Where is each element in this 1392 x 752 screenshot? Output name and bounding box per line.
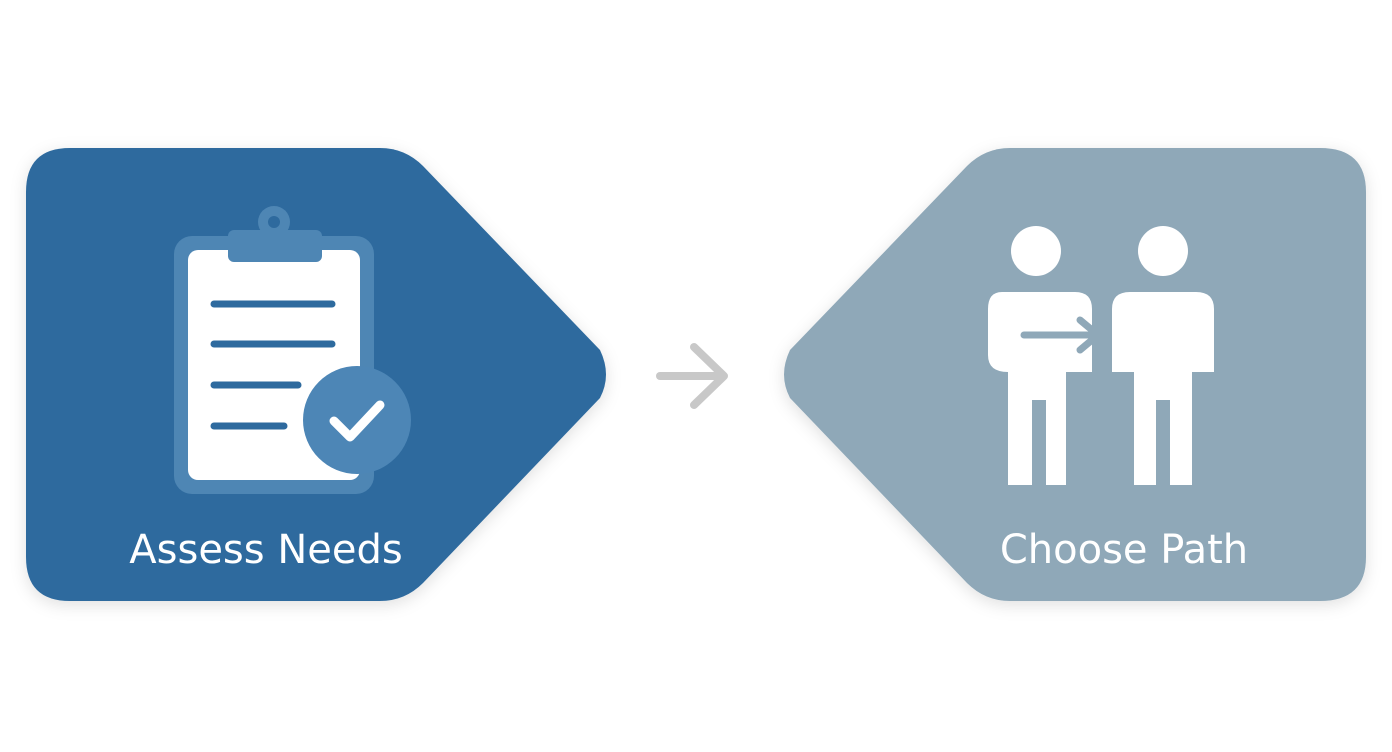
two-people-arrow-icon bbox=[988, 226, 1214, 485]
step-label-assess-needs: Assess Needs bbox=[129, 527, 402, 573]
step-label-choose-path: Choose Path bbox=[1000, 527, 1248, 573]
step-choose-path-shape bbox=[784, 148, 1366, 601]
clipboard-check-icon bbox=[174, 206, 411, 494]
step-choose-path: Choose Path bbox=[784, 148, 1366, 601]
step-assess-needs: Assess Needs bbox=[26, 148, 606, 601]
arrow-right-icon bbox=[656, 343, 728, 409]
